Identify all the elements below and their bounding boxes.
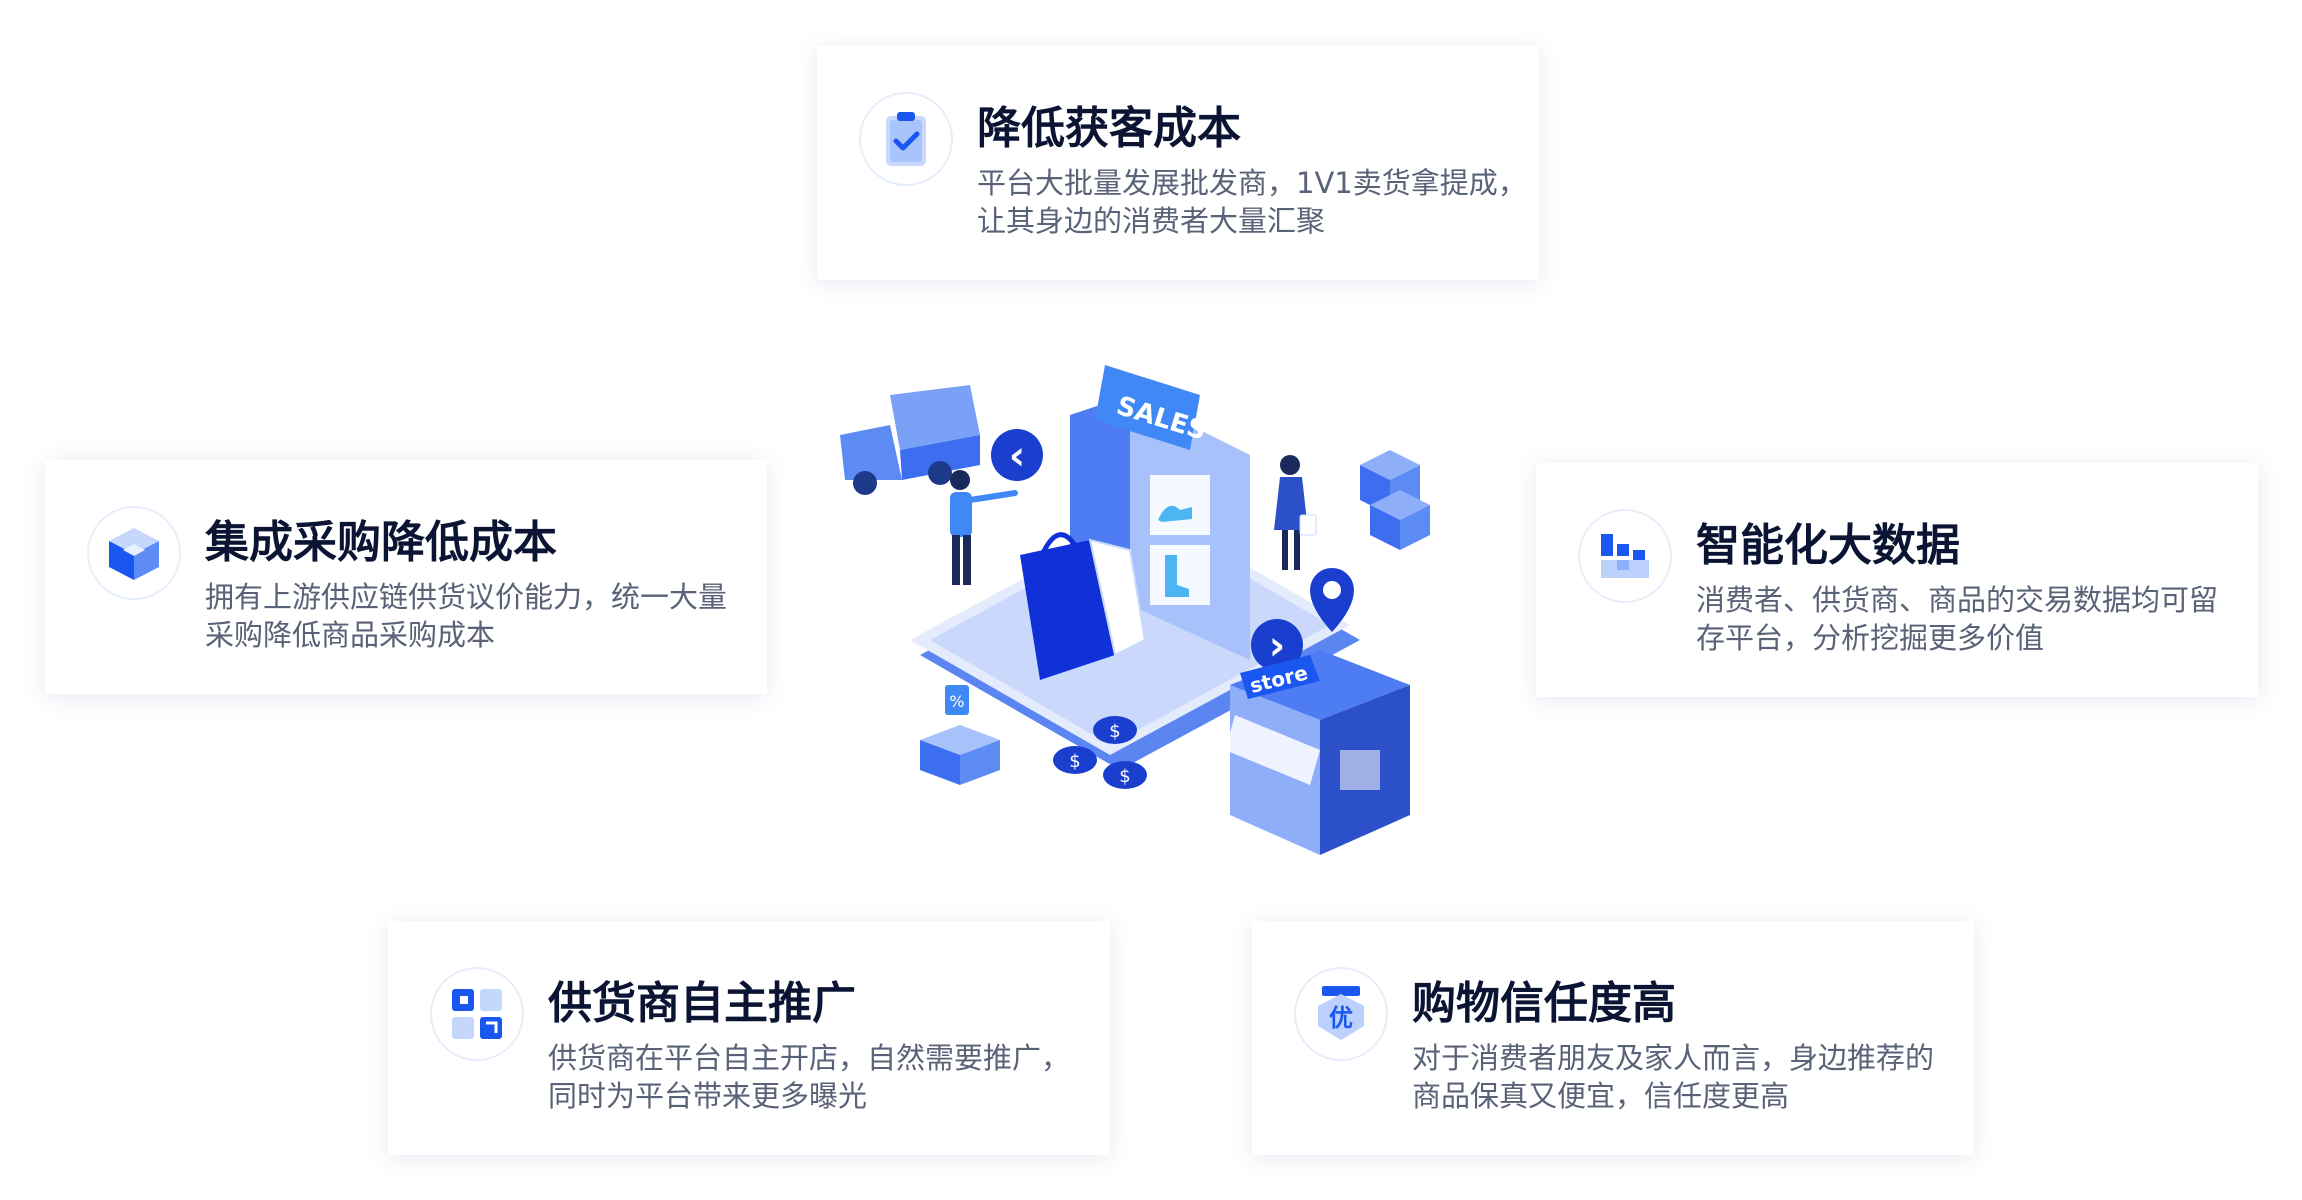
card-description-line: 供货商在平台自主开店，自然需要推广，: [548, 1041, 1071, 1075]
svg-text:‹: ‹: [1009, 433, 1025, 479]
card-title: 智能化大数据: [1696, 520, 1960, 571]
card-title: 降低获客成本: [977, 103, 1241, 154]
card-description: 对于消费者朋友及家人而言，身边推荐的 商品保真又便宜，信任度更高: [1412, 1039, 1952, 1115]
card-description-line: 同时为平台带来更多曝光: [548, 1079, 868, 1113]
clipboard-check-icon: [859, 92, 953, 186]
store-building: store: [1225, 568, 1410, 855]
card-title: 购物信任度高: [1412, 978, 1676, 1029]
stacked-boxes: [1360, 450, 1430, 550]
person-man: [950, 470, 1018, 585]
card-description-line: 让其身边的消费者大量汇聚: [977, 204, 1326, 238]
svg-text:$: $: [1109, 721, 1120, 742]
flow-chart-icon: [430, 967, 524, 1061]
svg-text:$: $: [1069, 751, 1080, 772]
quality-badge-icon: 优: [1294, 967, 1388, 1061]
card-description-line: 拥有上游供应链供货议价能力，统一大量: [205, 580, 728, 614]
percent-tag: %: [949, 692, 964, 711]
shoe-icon: [1158, 505, 1192, 522]
parcel-box: %: [920, 685, 1000, 785]
chevron-right-icon: ›: [1251, 619, 1303, 671]
person-woman: [1274, 455, 1317, 570]
feature-card-supplier-promotion: 供货商自主推广 供货商在平台自主开店，自然需要推广， 同时为平台带来更多曝光: [388, 921, 1110, 1155]
card-description-line: 消费者、供货商、商品的交易数据均可留: [1696, 583, 2219, 617]
sales-tag: SALES: [1095, 365, 1210, 450]
feature-card-big-data: 智能化大数据 消费者、供货商、商品的交易数据均可留 存平台，分析挖掘更多价值: [1536, 463, 2258, 697]
coin-stack: $ $ $: [1053, 716, 1147, 789]
card-description-line: 对于消费者朋友及家人而言，身边推荐的: [1412, 1041, 1935, 1075]
delivery-truck: [840, 385, 980, 495]
feature-card-trust: 优 购物信任度高 对于消费者朋友及家人而言，身边推荐的 商品保真又便宜，信任度更…: [1252, 921, 1974, 1155]
ecommerce-illustration: SALES ‹ ›: [830, 355, 1490, 879]
card-title: 集成采购降低成本: [205, 517, 557, 568]
feature-card-acquisition-cost: 降低获客成本 平台大批量发展批发商，1V1卖货拿提成， 让其身边的消费者大量汇聚: [817, 46, 1539, 280]
cube-box-icon: [87, 506, 181, 600]
svg-text:$: $: [1119, 766, 1130, 787]
badge-text: 优: [1329, 1004, 1353, 1032]
card-description-line: 平台大批量发展批发商，1V1卖货拿提成，: [977, 166, 1527, 200]
card-title: 供货商自主推广: [548, 978, 856, 1029]
card-description-line: 商品保真又便宜，信任度更高: [1412, 1079, 1790, 1113]
feature-card-procurement: 集成采购降低成本 拥有上游供应链供货议价能力，统一大量 采购降低商品采购成本: [45, 460, 767, 694]
card-description: 消费者、供货商、商品的交易数据均可留 存平台，分析挖掘更多价值: [1696, 581, 2236, 657]
card-description: 拥有上游供应链供货议价能力，统一大量 采购降低商品采购成本: [205, 578, 745, 654]
shopping-bags: [1020, 532, 1147, 680]
boot-icon: [1165, 555, 1189, 597]
svg-text:›: ›: [1269, 623, 1285, 669]
card-description: 供货商在平台自主开店，自然需要推广， 同时为平台带来更多曝光: [548, 1039, 1088, 1115]
card-description: 平台大批量发展批发商，1V1卖货拿提成， 让其身边的消费者大量汇聚: [977, 164, 1527, 240]
card-description-line: 存平台，分析挖掘更多价值: [1696, 621, 2045, 655]
card-description-line: 采购降低商品采购成本: [205, 618, 496, 652]
data-blocks-icon: [1578, 509, 1672, 603]
chevron-left-icon: ‹: [991, 429, 1043, 481]
